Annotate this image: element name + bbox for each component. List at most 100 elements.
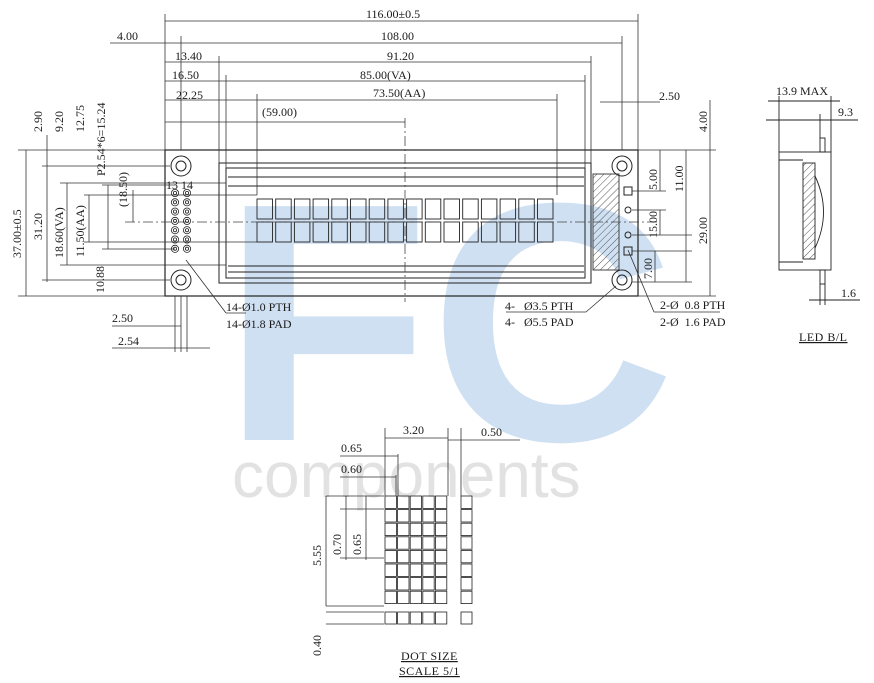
dot-size-detail xyxy=(384,495,473,625)
dot-cell xyxy=(384,590,397,605)
next-char-dot-cell xyxy=(460,509,473,523)
dot-cell xyxy=(422,577,435,591)
character-cell xyxy=(368,221,386,243)
dim-dot-pitch-h: 0.70 xyxy=(330,534,344,555)
side-view-pin-bottom xyxy=(819,269,826,285)
pin-pad xyxy=(182,244,191,253)
dim-pin-pitch: P2.54*6=15.24 xyxy=(94,103,108,176)
dim-right-29: 29.00 xyxy=(696,217,710,244)
bottom-right-leaders xyxy=(506,249,720,313)
top-dimension-lines xyxy=(110,14,660,195)
dim-cursor-gap: 0.40 xyxy=(310,635,324,656)
dim-right-top: 4.00 xyxy=(696,111,710,132)
dim-va-frame: 91.20 xyxy=(387,49,414,63)
dim-center-height: (18.50) xyxy=(116,172,130,207)
side-view-backlight xyxy=(814,175,824,249)
pin-pad xyxy=(182,235,191,244)
side-view xyxy=(766,96,860,305)
pin-pad xyxy=(170,188,179,197)
next-char-dot-cell xyxy=(460,577,473,591)
pin-hole xyxy=(172,209,177,214)
dim-right-5: 5.00 xyxy=(646,169,660,190)
dim-pcb-left: 4.00 xyxy=(117,29,138,43)
left-dimension-texts: 2.90 9.20 12.75 P2.54*6=15.24 37.00±0.5 … xyxy=(10,103,130,293)
dot-cell xyxy=(422,522,435,537)
cursor-dot-cell xyxy=(384,611,397,625)
character-cell xyxy=(443,198,460,220)
character-cell xyxy=(331,198,348,220)
mounting-hole-tl xyxy=(170,155,192,177)
pin-hole xyxy=(172,218,177,223)
next-char-dot-cell xyxy=(460,495,473,509)
pcb-outline xyxy=(164,149,639,297)
character-cell xyxy=(406,198,423,220)
dim-thickness: 9.3 xyxy=(838,105,853,119)
dim-pin-offset: 2.50 xyxy=(112,311,133,325)
dim-center: (59.00) xyxy=(262,105,297,119)
dim-va: 85.00(VA) xyxy=(360,68,411,82)
dot-cell xyxy=(397,522,410,537)
dot-cell xyxy=(422,536,435,550)
note-pin-pth: 14-Ø1.0 PTH xyxy=(226,300,292,314)
dot-detail-title: DOT SIZE xyxy=(401,649,458,663)
dot-cell xyxy=(434,536,448,550)
left-dimension-lines xyxy=(18,135,257,297)
character-cell xyxy=(368,198,386,220)
pin-numbers-label: 13 14 xyxy=(166,178,193,192)
pin-hole xyxy=(172,190,177,195)
pin-hole xyxy=(184,246,189,251)
led-pad-b xyxy=(624,206,632,214)
bottom-left-texts: 2.50 2.54 14-Ø1.0 PTH 14-Ø1.8 PAD xyxy=(112,300,292,348)
character-cell xyxy=(462,198,479,220)
dim-aa: 73.50(AA) xyxy=(373,86,425,100)
dot-cell xyxy=(434,563,448,577)
dim-left-9-20: 9.20 xyxy=(52,111,66,132)
mounting-hole-br xyxy=(611,269,633,291)
dot-detail-texts: 3.20 0.50 0.65 0.60 5.55 0.70 0.65 0.40 … xyxy=(310,423,502,678)
dot-cell xyxy=(434,522,448,537)
next-char-dot-cell xyxy=(460,563,473,577)
note-pin-pad: 14-Ø1.8 PAD xyxy=(226,317,292,331)
character-cell xyxy=(256,198,273,220)
dim-dot-pitch-w: 0.65 xyxy=(341,441,362,455)
character-cell xyxy=(480,198,498,220)
dot-detail-lines xyxy=(325,428,520,625)
mounting-holes xyxy=(170,155,633,291)
right-dimension-lines xyxy=(632,100,716,297)
center-lines xyxy=(125,118,660,302)
pin-pad xyxy=(182,216,191,225)
dim-bottom-offset: 10.88 xyxy=(93,266,107,293)
character-cell xyxy=(293,198,311,220)
watermark-tagline: components xyxy=(232,439,581,511)
dim-right-edge: 2.50 xyxy=(659,89,680,103)
dot-cell xyxy=(384,563,397,577)
cursor-dot-cell xyxy=(409,611,423,625)
dot-cell xyxy=(409,536,423,550)
dot-cell xyxy=(422,550,435,564)
next-char-dot-cell xyxy=(460,550,473,564)
character-cell xyxy=(312,198,330,220)
pin-hole xyxy=(172,228,177,233)
dot-cell xyxy=(397,550,410,564)
next-char-cursor-cell xyxy=(460,611,473,625)
side-view-pin-top xyxy=(819,137,826,153)
dim-pin-pitch-small: 2.54 xyxy=(118,334,139,348)
note-led-pad: 2-Ø 1.6 PAD xyxy=(660,315,726,329)
dot-cell xyxy=(409,577,423,591)
dot-detail-scale: SCALE 5/1 xyxy=(399,664,460,678)
dot-cell xyxy=(384,495,397,509)
dot-cell xyxy=(422,509,435,523)
dim-overall-width: 116.00±0.5 xyxy=(366,7,420,21)
pin-hole xyxy=(184,237,189,242)
dot-cell xyxy=(409,522,423,537)
dot-cell xyxy=(384,536,397,550)
dim-dot-w: 0.60 xyxy=(341,462,362,476)
character-cell xyxy=(424,198,442,220)
character-cell xyxy=(275,198,292,220)
dot-cell xyxy=(397,495,410,509)
dim-dot-h: 0.65 xyxy=(350,534,364,555)
pin-hole xyxy=(184,190,189,195)
bottom-left-dims xyxy=(112,259,246,352)
pin-hole xyxy=(184,209,189,214)
